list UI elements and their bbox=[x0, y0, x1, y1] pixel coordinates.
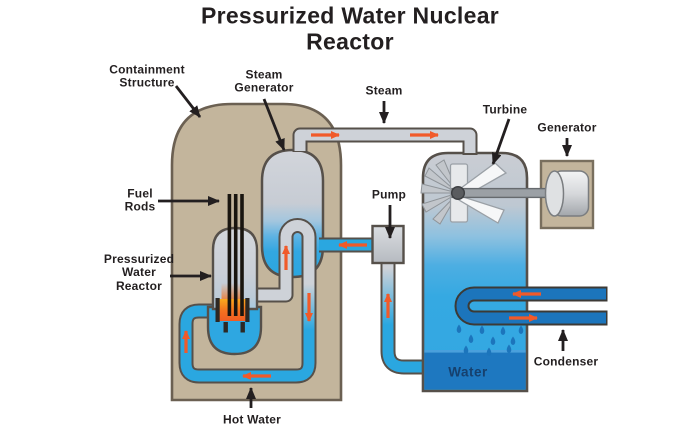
turbine-pointer-arrow bbox=[491, 118, 511, 165]
label-pressurized-water-reactor: Pressurized Water Reactor bbox=[103, 251, 175, 293]
pump-body bbox=[371, 224, 405, 265]
label-hot-water: Hot Water bbox=[222, 412, 282, 427]
reactor-vessel bbox=[206, 194, 263, 356]
steam-generator-pointer-arrow bbox=[262, 98, 286, 151]
generator-cylinder bbox=[544, 170, 590, 217]
label-arrows bbox=[158, 85, 572, 408]
label-steam-generator: Steam Generator bbox=[234, 67, 294, 95]
containment-pointer-arrow bbox=[174, 85, 202, 118]
diagram-title: Pressurized Water Nuclear Reactor bbox=[200, 2, 500, 54]
label-condenser: Condenser bbox=[533, 354, 599, 369]
label-pump: Pump bbox=[371, 187, 407, 202]
steam-pipe bbox=[292, 127, 478, 155]
turbine-shaft bbox=[451, 187, 558, 199]
condenser-pipe bbox=[454, 286, 608, 326]
label-steam: Steam bbox=[365, 83, 403, 98]
core-glow bbox=[221, 283, 244, 301]
reactor-core-fire bbox=[219, 299, 247, 321]
flow-arrows bbox=[182, 131, 541, 380]
label-fuel-rods: Fuel Rods bbox=[124, 186, 156, 214]
label-containment-structure: Containment Structure bbox=[109, 62, 185, 90]
core-support-plates bbox=[215, 298, 250, 333]
water-surface-line bbox=[424, 350, 526, 353]
label-generator: Generator bbox=[537, 120, 597, 135]
label-water: Water bbox=[448, 364, 488, 380]
label-turbine: Turbine bbox=[482, 102, 528, 117]
tank-water bbox=[424, 350, 526, 390]
primary-coolant-loop-pipe bbox=[178, 218, 317, 384]
fuel-rods bbox=[227, 194, 244, 316]
turbine-hub bbox=[450, 185, 466, 201]
